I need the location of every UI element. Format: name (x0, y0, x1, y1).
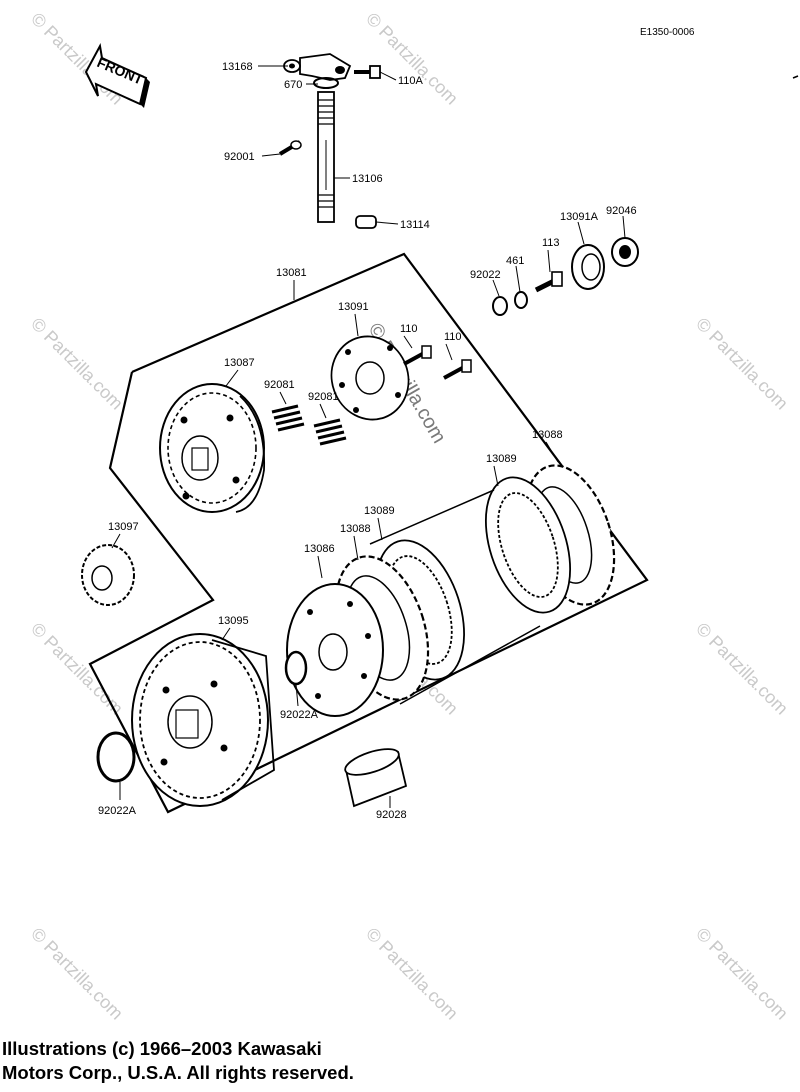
screw-icon (278, 140, 302, 156)
watermark: © Partzilla.com (362, 9, 462, 109)
part-label[interactable]: 13114 (400, 219, 430, 231)
sleeve-92028 (344, 748, 408, 808)
part-label[interactable]: 110 (400, 323, 418, 335)
copyright-notice: Illustrations (c) 1966–2003 Kawasaki Mot… (2, 1037, 354, 1085)
part-label[interactable]: 13089 (364, 505, 395, 517)
leader-lines (111, 65, 626, 808)
part-label[interactable]: 13097 (108, 521, 139, 533)
part-label[interactable]: 670 (284, 79, 302, 91)
watermark: © Partzilla.com (692, 924, 792, 1024)
washer-92022A (284, 650, 308, 686)
part-label[interactable]: 92022A (280, 709, 319, 721)
watermark: © Partzilla.com (362, 924, 462, 1024)
pin-icon (355, 215, 377, 229)
part-label[interactable]: 92022 (470, 269, 501, 281)
part-label[interactable]: 113 (542, 237, 560, 249)
part-label[interactable]: 92046 (606, 205, 637, 217)
washer-92022 (492, 296, 508, 316)
part-label[interactable]: 13086 (304, 543, 335, 555)
part-label[interactable]: 13081 (276, 267, 307, 279)
watermark-layer: © Partzilla.com © Partzilla.com © Partzi… (27, 9, 792, 1024)
clutch-plate-13086 (286, 583, 384, 717)
bearing-icon (611, 237, 639, 267)
part-label[interactable]: 13106 (352, 173, 383, 185)
watermark: © Partzilla.com (692, 314, 792, 414)
spring-icon (313, 418, 347, 446)
spring-icon (271, 404, 305, 432)
washer-92022A (96, 731, 136, 783)
release-lever (283, 53, 352, 81)
part-label[interactable]: 13091A (560, 211, 599, 223)
oil-seal-icon (571, 244, 605, 290)
pressure-plate-13091 (330, 335, 410, 421)
copyright-line-2: Motors Corp., U.S.A. All rights reserved… (2, 1062, 354, 1083)
watermark: © Partzilla.com (27, 314, 127, 414)
part-label[interactable]: 13087 (224, 357, 255, 369)
gear-13097-icon (81, 544, 135, 606)
copyright-line-1: Illustrations (c) 1966–2003 Kawasaki (2, 1038, 322, 1059)
part-label[interactable]: 92022A (98, 805, 137, 817)
bolt-icon (354, 65, 381, 79)
clutch-housing-13095 (131, 633, 275, 807)
clutch-hub-13087 (159, 383, 266, 513)
part-label[interactable]: 92001 (224, 151, 255, 163)
part-label[interactable]: 461 (506, 255, 524, 267)
part-label[interactable]: 92081 (264, 379, 295, 391)
part-label[interactable]: 13168 (222, 61, 253, 73)
bolt-110-icon (443, 359, 472, 380)
part-label[interactable]: 110 (444, 331, 462, 343)
release-shaft (317, 91, 335, 223)
part-label[interactable]: 13091 (338, 301, 369, 313)
o-ring (313, 77, 339, 89)
steel-plate-13089 (484, 476, 572, 614)
part-label[interactable]: 13088 (532, 429, 563, 441)
part-label[interactable]: 92081 (308, 391, 339, 403)
part-label[interactable]: 13089 (486, 453, 517, 465)
washer-461 (514, 291, 528, 309)
part-label[interactable]: 13095 (218, 615, 249, 627)
watermark: © Partzilla.com (27, 924, 127, 1024)
part-label[interactable]: 92028 (376, 809, 407, 821)
part-label[interactable]: 13088 (340, 523, 371, 535)
part-labels: 13168 670 110A 92001 13106 13114 13091A … (98, 61, 637, 821)
watermark: © Partzilla.com (692, 619, 792, 719)
bolt-110-icon (403, 345, 432, 366)
diagram-code: E1350-0006 (640, 27, 695, 38)
part-label[interactable]: 110A (398, 75, 424, 87)
bolt-113-icon (534, 271, 563, 293)
